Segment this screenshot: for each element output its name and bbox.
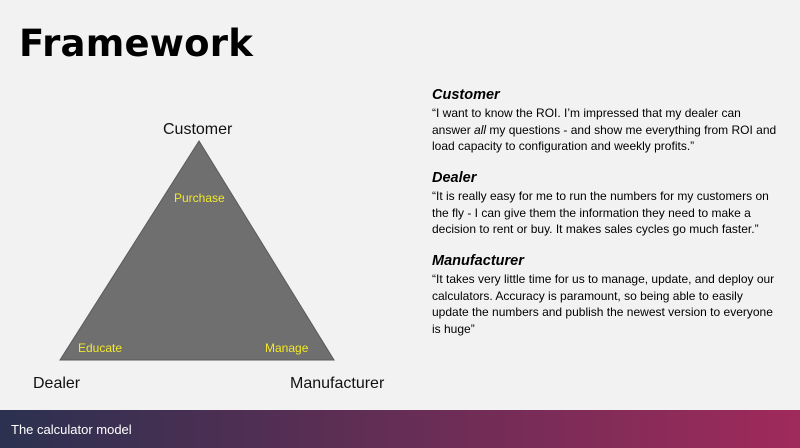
slide-title: Framework	[19, 22, 254, 65]
footer-label: The calculator model	[11, 422, 132, 437]
framework-triangle-diagram: Customer Dealer Manufacturer Purchase Ed…	[0, 0, 420, 410]
edge-label-manage: Manage	[265, 341, 309, 355]
quote-text-customer-part2: my questions - and show me everything fr…	[432, 122, 777, 154]
triangle-graphic	[59, 140, 335, 361]
edge-label-educate: Educate	[78, 341, 123, 355]
vertex-label-manufacturer: Manufacturer	[290, 375, 385, 392]
quote-block-dealer: Dealer “It is really easy for me to run …	[432, 170, 782, 238]
quote-text-customer: “I want to know the ROI. I’m impressed t…	[432, 105, 782, 155]
quotes-panel: Customer “I want to know the ROI. I’m im…	[432, 87, 782, 352]
edge-label-purchase: Purchase	[174, 191, 225, 205]
footer-bar: The calculator model	[0, 410, 800, 448]
quote-block-customer: Customer “I want to know the ROI. I’m im…	[432, 87, 782, 155]
quote-emphasis-all: all	[474, 122, 487, 137]
quote-text-dealer: “It is really easy for me to run the num…	[432, 189, 769, 237]
quote-heading-manufacturer: Manufacturer	[432, 252, 524, 269]
triangle-shape	[59, 140, 335, 361]
quote-block-manufacturer: Manufacturer “It takes very little time …	[432, 253, 782, 337]
quote-text-customer-part1: “I want to know the ROI. I’m impressed t…	[432, 106, 741, 137]
vertex-label-dealer: Dealer	[33, 375, 81, 392]
quote-text-manufacturer: “It takes very little time for us to man…	[432, 272, 775, 336]
quote-heading-customer: Customer	[432, 87, 500, 103]
vertex-label-customer: Customer	[163, 121, 233, 138]
quote-heading-dealer: Dealer	[432, 169, 477, 186]
